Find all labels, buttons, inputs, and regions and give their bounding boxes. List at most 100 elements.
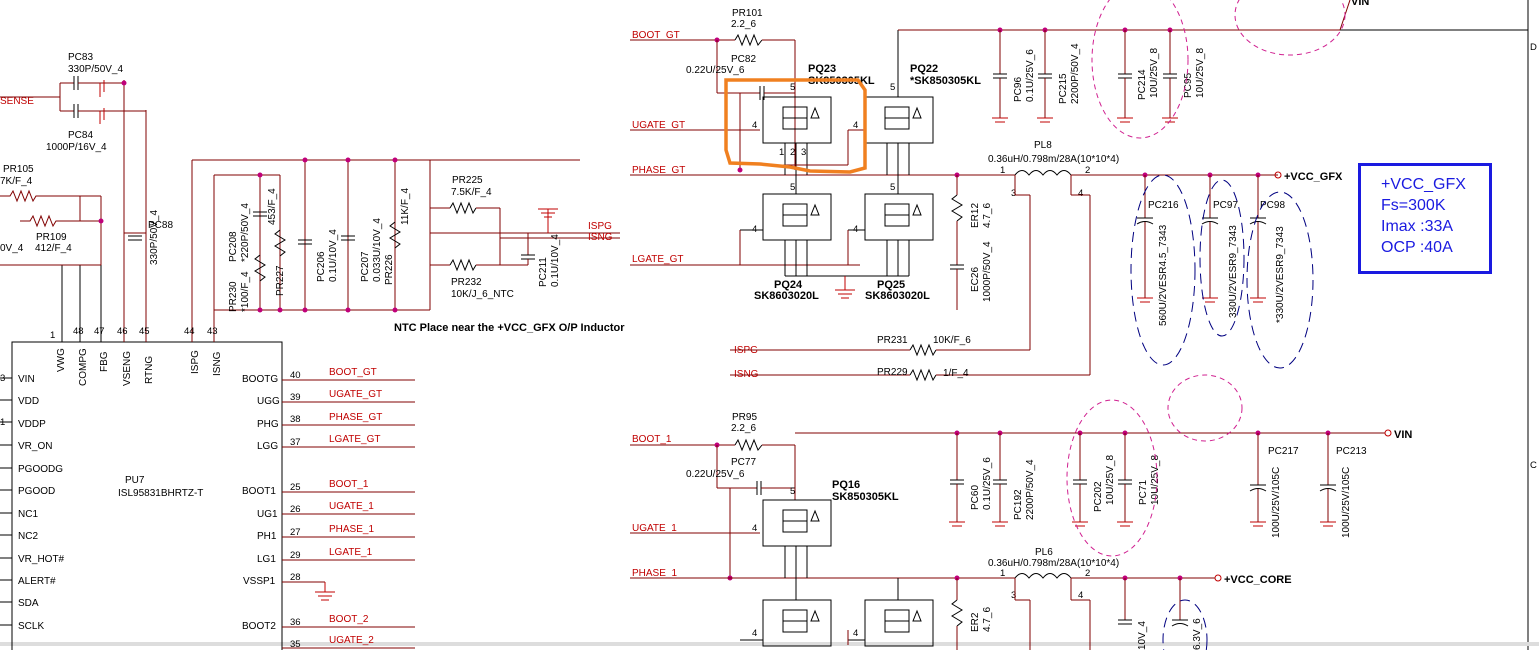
schematic-label: PR227	[275, 265, 286, 296]
schematic-label: 453/F_4	[267, 188, 278, 225]
pin-ispg: ISPG	[190, 350, 201, 374]
schematic-label: 5	[790, 182, 795, 193]
schematic-label: 36	[290, 617, 301, 628]
schematic-label: 45	[139, 326, 150, 337]
schematic-label: 1	[1000, 165, 1005, 176]
schematic-label: 43	[207, 326, 218, 337]
schematic-label: 0.1U/10V_4	[550, 234, 561, 287]
schematic-label: PQ16	[832, 479, 860, 491]
schematic-label: PC215	[1058, 73, 1069, 104]
schematic-label: 2	[1085, 568, 1090, 579]
top-pins: 1 VWG 48 COMPG 47 FBG 46 VSENG 45 RTNG 4…	[50, 80, 223, 386]
schematic-label: UG1	[257, 509, 278, 520]
core-phase: BOOT_1 PR95 2.2_6 PC77 0.22U/25V_6 UGATE…	[630, 374, 1412, 650]
schematic-label: 2.2_6	[731, 19, 756, 30]
ntc-note: NTC Place near the +VCC_GFX O/P Inductor	[394, 322, 625, 334]
schematic-label: PC208	[228, 231, 239, 262]
net-vcc-gfx: +VCC_GFX	[1284, 171, 1343, 183]
schematic-label: 10K/F_6	[933, 335, 971, 346]
schematic-label: PQ24	[774, 279, 803, 291]
pin-vddp: VDDP	[18, 419, 46, 430]
schematic-label: PC217	[1268, 446, 1299, 457]
schematic-label: 10V_4	[1137, 621, 1148, 650]
feedback-network: SENSE PC83 330P/50V_4 PC84 1000P/16V_4 P…	[0, 52, 173, 266]
net-boot-gt-top: BOOT_GT	[632, 30, 680, 41]
net-lgate-gt: LGATE_GT	[329, 434, 381, 445]
schematic-label: PC207	[360, 251, 371, 282]
net-phase-gt-top: PHASE_GT	[632, 165, 685, 176]
schematic-label: 10U/25V_8	[1105, 455, 1116, 505]
pin-vwg: VWG	[56, 348, 67, 372]
schematic-label: 5	[790, 486, 795, 497]
current-sense-network: PC208 *220P/50V_4 453/F_4 PR230 *100/F_4…	[192, 157, 625, 334]
schematic-label: 2	[790, 147, 795, 158]
net-boot-2: BOOT_2	[329, 614, 369, 625]
schematic-label: PL8	[1034, 140, 1052, 151]
net-boot-1-right: BOOT_1	[632, 434, 672, 445]
schematic-label: PC88	[148, 220, 173, 231]
schematic-label: 0.22U/25V_6	[686, 469, 745, 480]
schematic-label: PC77	[731, 457, 756, 468]
input-caps-gfx: PC96 0.1U/25V_6 PC215 2200P/50V_4 PC214 …	[992, 0, 1346, 139]
schematic-label: 0.1U/25V_6	[982, 457, 993, 510]
net-ugate-gt: UGATE_GT	[329, 389, 382, 400]
schematic-label: *SK850305KL	[910, 75, 981, 87]
schematic-label: PL6	[1035, 547, 1053, 558]
pin-sda: SDA	[18, 598, 39, 609]
ic-part: ISL95831BHRTZ-T	[118, 488, 203, 499]
pin-vr-on: VR_ON	[18, 441, 52, 452]
schematic-label: 4	[752, 120, 757, 131]
schematic-label: 1	[779, 147, 784, 158]
schematic-label: PC202	[1093, 481, 1104, 512]
schematic-label: 1	[1000, 568, 1005, 579]
schematic-label: 3	[801, 147, 806, 158]
schematic-label: *100/F_4	[240, 271, 251, 312]
schematic-label: 1	[50, 330, 55, 341]
schematic-label: 2	[1085, 165, 1090, 176]
net-lgate-1: LGATE_1	[329, 547, 373, 558]
net-ugate-2: UGATE_2	[329, 635, 374, 646]
spec-ocp: OCP :40A	[1381, 239, 1453, 256]
schematic-label: 40	[290, 370, 301, 381]
net-ispg: ISPG	[588, 221, 612, 232]
pin-fbg: FBG	[99, 351, 110, 372]
schematic-label: EC26	[970, 267, 981, 292]
spec-box: +VCC_GFX Fs=300K Imax :33A OCP :40A	[1358, 163, 1492, 274]
schematic-label: 4	[752, 628, 757, 639]
spec-rail: +VCC_GFX	[1381, 176, 1466, 193]
schematic-label: 0.22U/25V_6	[686, 65, 745, 76]
schematic-label: VSSP1	[243, 576, 276, 587]
pin-vdd: VDD	[18, 396, 39, 407]
net-boot-gt: BOOT_GT	[329, 367, 377, 378]
schematic-label: 0.1U/25V_6	[1025, 49, 1036, 102]
schematic-label: 11K/F_4	[400, 188, 411, 225]
schematic-label: PR101	[732, 8, 763, 19]
schematic-label: 100U/25V/105C	[1271, 467, 1282, 538]
pin-rtng: RTNG	[144, 356, 155, 384]
net-vcc-core: +VCC_CORE	[1224, 574, 1292, 586]
schematic-label: SK8603020L	[754, 290, 819, 302]
schematic-label: 37	[290, 437, 301, 448]
spec-imax: Imax :33A	[1381, 218, 1454, 235]
left-pins: 3 VIN VDD 1 VDDP VR_ON PGOODG PGOOD NC1 …	[0, 373, 65, 632]
schematic-label: 412/F_4	[35, 243, 72, 254]
schematic-label: 0.36uH/0.798m/28A(10*10*4)	[988, 154, 1119, 165]
schematic-label: 10U/25V_8	[1149, 48, 1160, 98]
gfx-phase: BOOT_GT PR101 2.2_6 PC82 0.22U/25V_6 UGA…	[630, 0, 1369, 382]
schematic-label: 29	[290, 550, 301, 561]
net-vin-mid: VIN	[1394, 429, 1412, 441]
schematic-label: 48	[73, 326, 84, 337]
schematic-label: PR231	[877, 335, 908, 346]
schematic-label: 330P/50V_4	[149, 210, 160, 265]
schematic-label: 4.7_6	[982, 607, 993, 632]
ic-ref: PU7	[125, 475, 145, 486]
pin-compg: COMPG	[78, 348, 89, 386]
input-caps-core: PC60 0.1U/25V_6 PC192 2200P/50V_4 PC202 …	[949, 374, 1367, 557]
schematic-label: 5	[790, 82, 795, 93]
schematic-label: 4	[853, 120, 858, 131]
schematic-label: 3	[1011, 188, 1016, 199]
schematic-label: PC82	[731, 54, 756, 65]
schematic-label: 330U/2VESR9_7343	[1228, 225, 1239, 318]
schematic-label: BOOT1	[242, 486, 276, 497]
